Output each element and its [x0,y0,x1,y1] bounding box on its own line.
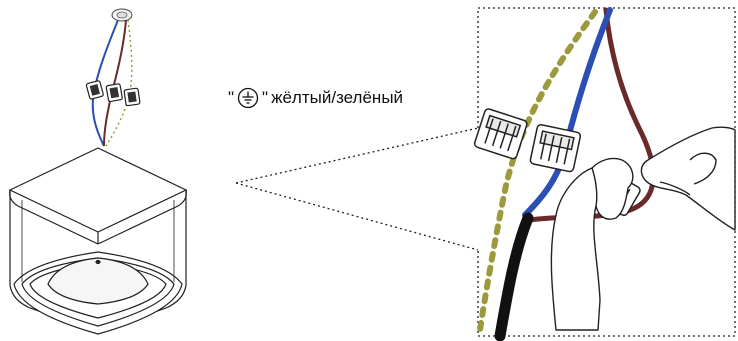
quote-open: " [228,88,234,108]
connector-2 [106,84,123,102]
detail-connector-1 [474,108,528,160]
lamp-top [10,148,186,232]
callout-lines [236,128,478,250]
earth-ground-icon [237,87,259,109]
detail-connector-2 [530,124,581,172]
right-hand [641,127,735,230]
black-cable-detail [500,218,528,336]
hands [551,127,735,330]
brown-wire-small [104,20,126,146]
ceiling-lamp [10,148,187,334]
left-hand [551,158,632,330]
ground-wire-label: " " жёлтый/зелёный [228,85,403,111]
quote-close: " [262,88,268,108]
connector-3 [124,88,140,106]
ground-wire-color-text: жёлтый/зелёный [271,88,403,108]
connector-1 [86,80,104,99]
ceiling-mount [112,9,132,21]
small-connectors [86,80,140,105]
